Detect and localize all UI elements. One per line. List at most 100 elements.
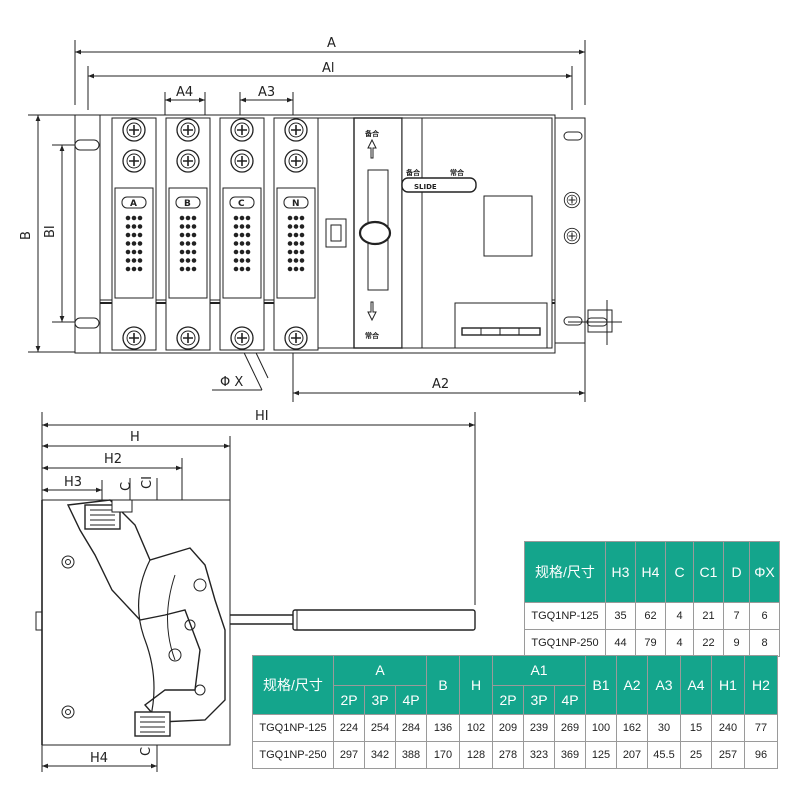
- table-header-cell: B: [426, 655, 460, 715]
- vent-dots: [233, 258, 251, 263]
- table-header-cell: 规格/尺寸: [252, 655, 334, 715]
- table-row: TGQ1NP-250 297 342 388 170 128 278 323 3…: [252, 741, 778, 769]
- terminal-screw-icon: [284, 326, 308, 350]
- vent-dots: [287, 266, 305, 272]
- terminal-screw-icon: [230, 118, 254, 142]
- dim-b: [28, 114, 80, 353]
- vent-dots: [233, 224, 251, 229]
- table-cell: 22: [693, 629, 724, 657]
- table-cell: 15: [680, 714, 712, 742]
- table-cell: 240: [711, 714, 745, 742]
- table-cell: 369: [554, 741, 586, 769]
- table-header-cell: B1: [585, 655, 617, 715]
- table-cell: TGQ1NP-125: [524, 602, 606, 630]
- label-b1: BI: [43, 225, 58, 238]
- label-a: A: [327, 36, 336, 51]
- table-cell: 136: [426, 714, 460, 742]
- table-cell: 4: [665, 629, 694, 657]
- table-header-cell: ΦX: [749, 541, 780, 603]
- table-cell: 207: [616, 741, 648, 769]
- dim-a1: [87, 66, 573, 110]
- table-row: TGQ1NP-125 35 62 4 21 7 6: [524, 602, 780, 630]
- table-row: TGQ1NP-125 224 254 284 136 102 209 239 2…: [252, 714, 778, 742]
- table-cell: 342: [364, 741, 396, 769]
- bottom-screw-stack: [134, 711, 171, 737]
- table-header-cell: H2: [744, 655, 778, 715]
- label-h: H: [130, 430, 140, 445]
- pole-label: A: [130, 199, 137, 209]
- terminal-screw-icon: [284, 118, 308, 142]
- table-cell: 170: [426, 741, 460, 769]
- table-header-cell: A: [333, 655, 427, 686]
- label-h2: H2: [104, 452, 122, 467]
- terminal-screw-icon: [176, 149, 200, 173]
- spec-table-large: 规格/尺寸 A B H A1 B1 A2 A3 A4 H1 H2 2P 3P 4…: [252, 655, 778, 769]
- table-header-cell: A3: [647, 655, 681, 715]
- vent-dots: [179, 232, 197, 238]
- table-cell: 96: [744, 741, 778, 769]
- table-cell: 4: [665, 602, 694, 630]
- vent-dots: [287, 215, 305, 221]
- table-cell: 254: [364, 714, 396, 742]
- handle-shaft: [230, 609, 476, 631]
- vent-dots: [287, 241, 305, 246]
- top-screw-stack: [84, 499, 133, 530]
- vent-dots: [125, 266, 143, 272]
- table-cell: 30: [647, 714, 681, 742]
- table-cell: 278: [492, 741, 524, 769]
- spec-table-small: 规格/尺寸 H3 H4 C C1 D ΦX TGQ1NP-125 35 62 4…: [524, 541, 780, 657]
- table-header-cell: H3: [605, 541, 636, 603]
- table-cell: 35: [605, 602, 636, 630]
- table-cell: 323: [523, 741, 555, 769]
- table-header-row: 2P 3P 4P 2P 3P 4P: [253, 684, 778, 715]
- label-h3: H3: [64, 475, 82, 490]
- terminal-screw-icon: [230, 149, 254, 173]
- vent-dots: [287, 232, 305, 238]
- table-header-cell: 3P: [523, 684, 555, 715]
- table-cell: 102: [459, 714, 493, 742]
- vent-dots: [179, 258, 197, 263]
- table-header-cell: 2P: [333, 684, 365, 715]
- table-cell: 388: [395, 741, 427, 769]
- table-cell: 209: [492, 714, 524, 742]
- vent-dots: [179, 215, 197, 221]
- label-c1: CI: [140, 476, 155, 489]
- table-cell: 25: [680, 741, 712, 769]
- table-cell: 162: [616, 714, 648, 742]
- table-row: TGQ1NP-250 44 79 4 22 9 8: [524, 629, 780, 657]
- table-cell: 9: [723, 629, 750, 657]
- table-cell: 284: [395, 714, 427, 742]
- label-h1: HI: [255, 409, 269, 424]
- table-header-cell: C1: [693, 541, 724, 603]
- slide-label: SLIDE: [414, 183, 437, 191]
- vent-dots: [179, 266, 197, 272]
- terminal-screw-icon: [176, 118, 200, 142]
- table-cell: 44: [605, 629, 636, 657]
- controller-section: [401, 117, 553, 349]
- table-cell: 77: [744, 714, 778, 742]
- table-cell: 239: [523, 714, 555, 742]
- table-header-cell: A4: [680, 655, 712, 715]
- slide-small-right: 常合: [450, 168, 465, 177]
- table-cell: 6: [749, 602, 780, 630]
- left-mount-plate: [74, 114, 104, 354]
- table-cell: 62: [635, 602, 666, 630]
- dim-h4: [41, 745, 158, 772]
- dim-h1: [41, 412, 476, 605]
- vent-dots: [125, 249, 143, 255]
- label-phi-x: Φ X: [220, 375, 243, 390]
- table-cell: TGQ1NP-250: [252, 741, 334, 769]
- vent-dots: [233, 215, 251, 221]
- table-cell: 128: [459, 741, 493, 769]
- table-header-cell: H1: [711, 655, 745, 715]
- table-cell: 7: [723, 602, 750, 630]
- label-c: C: [119, 482, 134, 491]
- table-header-cell: 3P: [364, 684, 396, 715]
- pole-label: B: [184, 199, 191, 209]
- label-a1: Al: [322, 61, 335, 76]
- table-cell: 224: [333, 714, 365, 742]
- table-header-cell: D: [723, 541, 750, 603]
- table-header-row: 规格/尺寸 A B H A1 B1 A2 A3 A4 H1 H2: [252, 655, 778, 715]
